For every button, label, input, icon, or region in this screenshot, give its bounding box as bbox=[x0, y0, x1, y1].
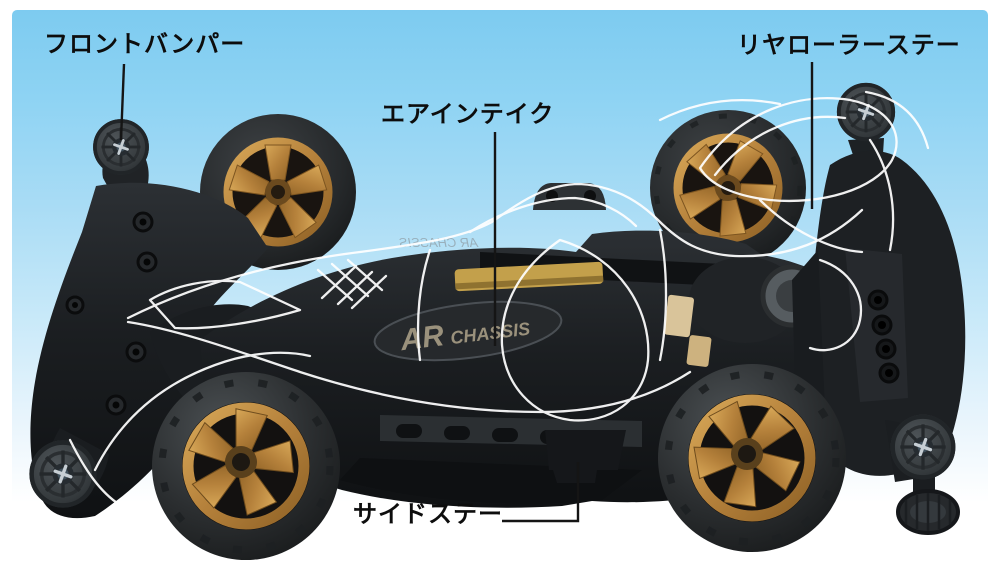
rear-bottom-rollers bbox=[891, 415, 960, 535]
wheel-front-near bbox=[152, 372, 340, 560]
side-stay-label: サイドステー bbox=[353, 501, 503, 528]
battery-glimpse bbox=[454, 261, 604, 292]
wheel-front-far bbox=[200, 114, 356, 270]
side-stay-leader bbox=[502, 462, 580, 523]
body-shell-outline bbox=[68, 90, 930, 507]
wheel-rear-far bbox=[650, 110, 806, 266]
bumper-screw-bosses bbox=[65, 211, 208, 416]
mirrored-logo-text: AR CHASSIS bbox=[399, 235, 479, 250]
chassis-logo: AR CHASSIS bbox=[373, 300, 563, 362]
wheel-rear-near bbox=[658, 364, 846, 552]
rear-roller-stay-label: リヤローラーステー bbox=[737, 32, 961, 59]
front-bumper-leader bbox=[119, 63, 126, 141]
front-bottom-roller bbox=[29, 440, 96, 507]
front-bumper-label: フロントバンパー bbox=[44, 31, 246, 58]
side-stay-bracket bbox=[545, 430, 626, 483]
logo-ar-text: AR bbox=[398, 319, 446, 357]
air-intake-label: エアインテイク bbox=[381, 101, 555, 128]
leader-lines bbox=[119, 62, 814, 523]
